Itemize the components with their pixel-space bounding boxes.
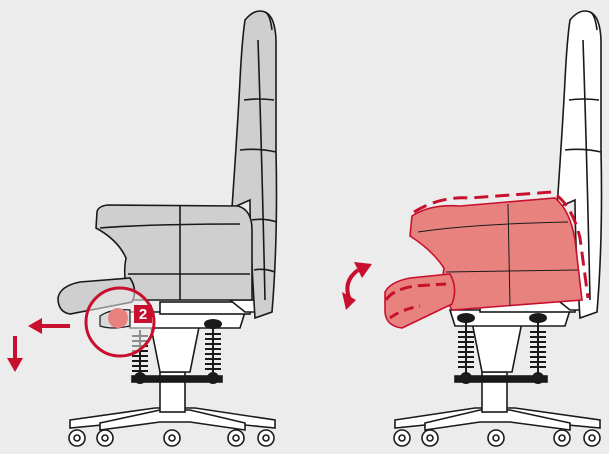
spring-right [204,319,222,384]
spring-left-right [457,313,475,384]
right-chair [342,10,603,447]
chair-mechanism-right [448,297,591,383]
step-badge: 2 [134,305,152,323]
rotate-arrows-icon [345,268,360,301]
chair-casters [68,429,275,447]
left-chair: 2 [7,10,278,447]
backrest-right [556,10,603,320]
seat-cushion [57,204,253,315]
chair-base-right [394,371,601,431]
rotate-arrow-heads [342,262,372,310]
svg-text:2: 2 [139,306,147,323]
spring-right-right [529,313,547,384]
backrest [231,10,278,320]
arrow-down-icon [7,336,23,372]
chair-casters-right [393,429,601,447]
arrow-left-icon [28,318,70,334]
seat-tilted [384,190,590,329]
